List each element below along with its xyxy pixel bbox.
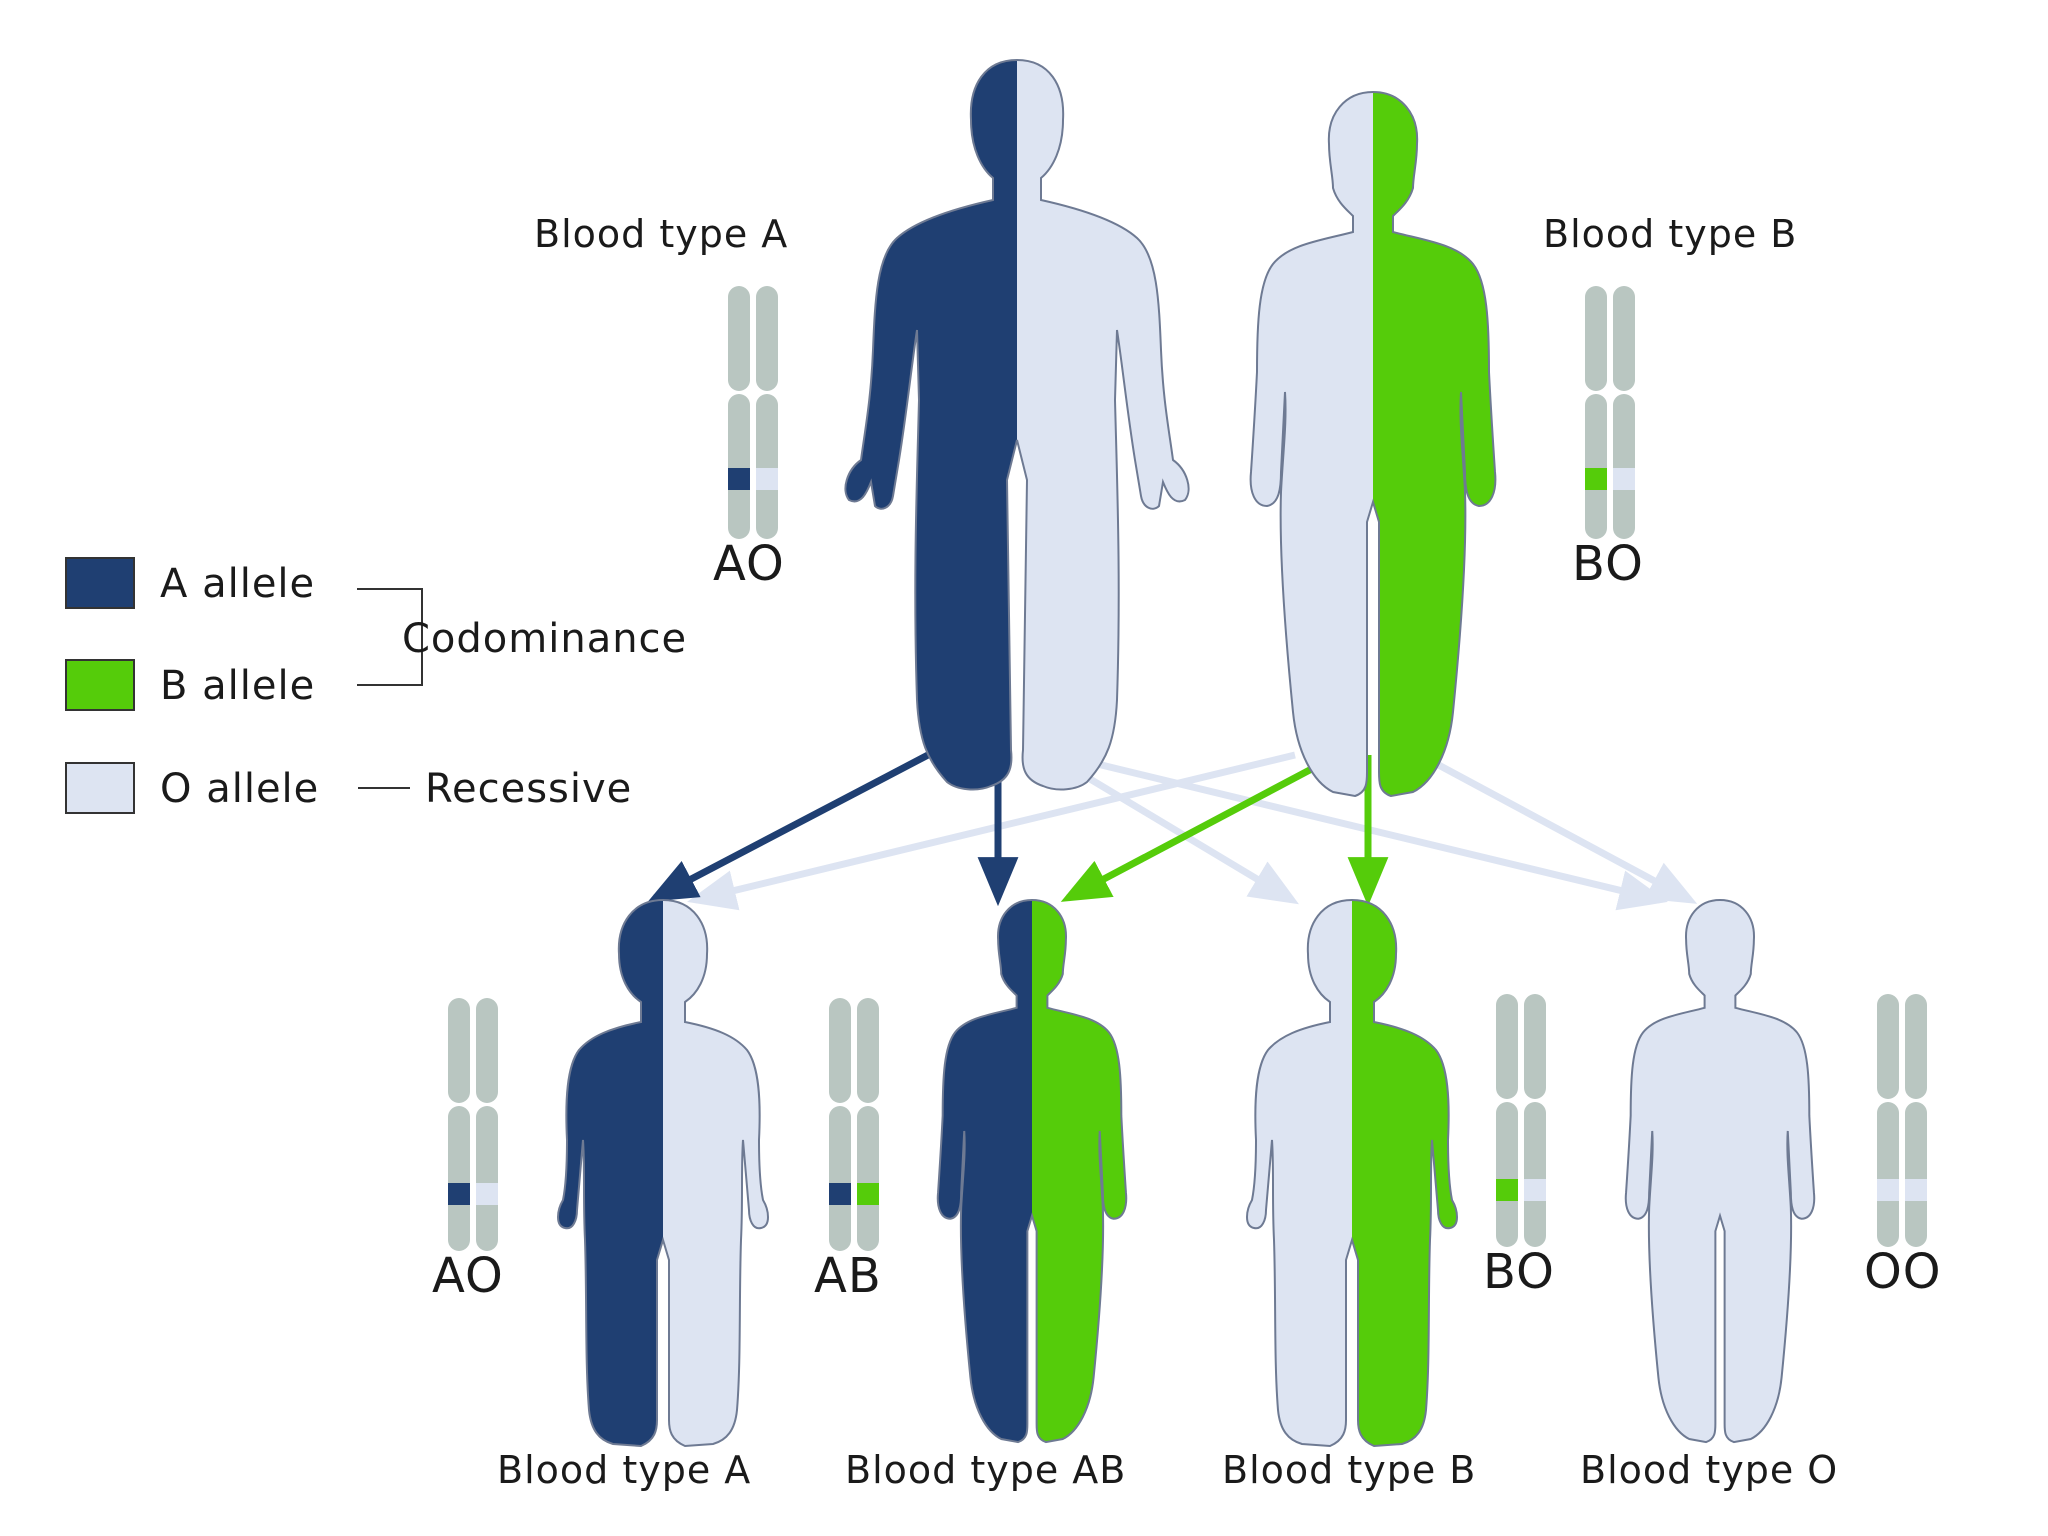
child-oo-blood-type-label: Blood type O bbox=[1580, 1448, 1838, 1492]
arrow-a-father-to-ao bbox=[647, 751, 930, 902]
arrow-b-mother-to-ab bbox=[1060, 751, 1340, 902]
child-bo-figure bbox=[1246, 899, 1458, 1447]
child-bo-blood-type-label: Blood type B bbox=[1222, 1448, 1476, 1492]
father-chromosomes bbox=[728, 286, 778, 539]
father-genotype-label: AO bbox=[713, 536, 785, 592]
child-ao-chromosomes bbox=[448, 998, 498, 1251]
legend-swatch-a bbox=[65, 557, 135, 609]
child-ab-genotype-label: AB bbox=[814, 1248, 882, 1304]
codominance-bracket bbox=[357, 588, 423, 686]
legend-b-label: B allele bbox=[160, 663, 315, 709]
father-allele-o bbox=[756, 468, 778, 490]
child-ab-chromosomes bbox=[829, 998, 879, 1251]
father-figure bbox=[844, 59, 1190, 791]
legend-o-label: O allele bbox=[160, 766, 319, 812]
child-ao-blood-type-label: Blood type A bbox=[497, 1448, 751, 1492]
arrow-o-mother-to-oo bbox=[1418, 751, 1698, 904]
mother-blood-type-label: Blood type B bbox=[1543, 212, 1797, 256]
child-ao-genotype-label: AO bbox=[432, 1248, 504, 1304]
mother-figure bbox=[1249, 91, 1497, 797]
legend-codominance-label: Codominance bbox=[402, 616, 687, 662]
child-bo-genotype-label: BO bbox=[1483, 1244, 1555, 1300]
father-blood-type-label: Blood type A bbox=[534, 212, 788, 256]
child-oo-genotype-label: OO bbox=[1864, 1244, 1942, 1300]
child-bo-chromosomes bbox=[1496, 994, 1546, 1247]
mother-allele-o bbox=[1613, 468, 1635, 490]
arrow-o-father-to-oo bbox=[1059, 751, 1668, 911]
legend-recessive-label: Recessive bbox=[425, 766, 632, 812]
child-ab-blood-type-label: Blood type AB bbox=[845, 1448, 1126, 1492]
mother-allele-b bbox=[1585, 468, 1607, 490]
legend-a-label: A allele bbox=[160, 561, 315, 607]
child-ab-figure bbox=[936, 898, 1128, 1444]
allele-legend: A allele B allele O allele Codominance R… bbox=[65, 557, 687, 814]
child-oo-chromosomes bbox=[1877, 994, 1927, 1247]
mother-genotype-label: BO bbox=[1572, 536, 1644, 592]
child-ao-figure bbox=[557, 899, 769, 1447]
mother-chromosomes bbox=[1585, 286, 1635, 539]
inheritance-arrows bbox=[647, 751, 1698, 911]
legend-swatch-o bbox=[65, 762, 135, 814]
child-oo-figure bbox=[1624, 898, 1816, 1444]
father-allele-a bbox=[728, 468, 750, 490]
legend-swatch-b bbox=[65, 659, 135, 711]
